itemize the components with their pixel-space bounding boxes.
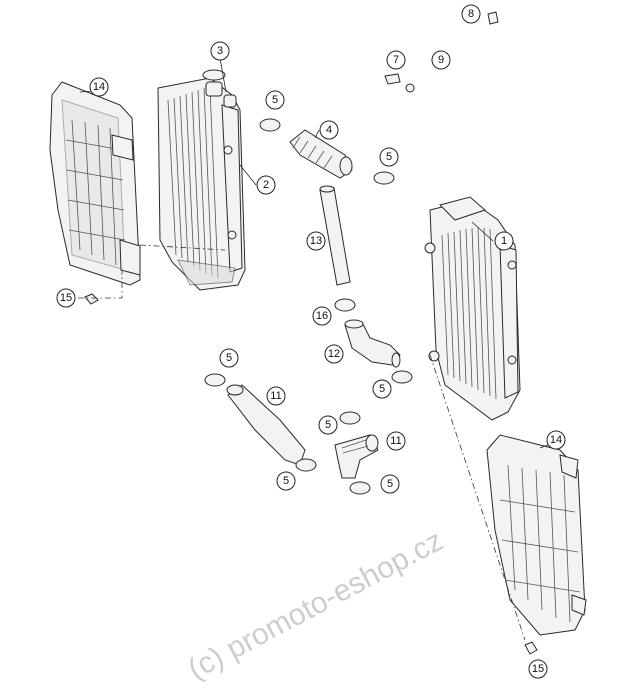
leader-lines — [78, 57, 554, 641]
callout-13: 13 — [306, 231, 326, 251]
hose-clip-small — [384, 11, 499, 85]
svg-text:3: 3 — [217, 45, 223, 57]
right-radiator — [424, 196, 521, 421]
svg-text:14: 14 — [550, 434, 562, 446]
svg-text:15: 15 — [532, 663, 544, 675]
svg-text:15: 15 — [60, 292, 72, 304]
svg-text:14: 14 — [93, 81, 105, 93]
callout-5-f: 5 — [276, 471, 296, 491]
callout-1: 1 — [494, 231, 514, 251]
svg-text:5: 5 — [387, 478, 393, 490]
callout-8: 8 — [461, 4, 481, 24]
watermark-text: (c) promoto-eshop.cz — [183, 524, 449, 686]
svg-text:5: 5 — [272, 94, 278, 106]
svg-text:5: 5 — [226, 352, 232, 364]
coolant-tube — [319, 185, 351, 286]
mounting-bolts — [84, 293, 538, 655]
svg-text:2: 2 — [263, 179, 269, 191]
lower-hose — [226, 384, 306, 466]
callout-5-a: 5 — [265, 90, 285, 110]
svg-text:13: 13 — [310, 235, 322, 247]
svg-text:7: 7 — [393, 54, 399, 66]
svg-text:9: 9 — [438, 54, 444, 66]
callout-14-b: 14 — [546, 430, 566, 450]
hose-clamps — [204, 118, 413, 495]
callout-5-b: 5 — [379, 147, 399, 167]
svg-text:1: 1 — [501, 235, 507, 247]
callout-4: 4 — [319, 120, 339, 140]
callout-7: 7 — [386, 50, 406, 70]
svg-text:11: 11 — [390, 435, 401, 447]
callout-9: 9 — [431, 50, 451, 70]
svg-text:5: 5 — [283, 475, 289, 487]
breather-hose — [405, 31, 490, 93]
left-radiator-guard — [49, 81, 141, 286]
svg-text:5: 5 — [379, 383, 385, 395]
svg-text:5: 5 — [386, 151, 392, 163]
callout-5-c: 5 — [372, 379, 392, 399]
callout-15-a: 15 — [56, 288, 76, 308]
elbow-hose — [344, 319, 401, 368]
callout-3: 3 — [210, 41, 230, 61]
callout-16: 16 — [312, 306, 332, 326]
svg-text:4: 4 — [326, 124, 332, 136]
callout-14-a: 14 — [89, 77, 109, 97]
right-radiator-guard — [486, 434, 587, 636]
callout-11-a: 11 — [266, 386, 286, 406]
svg-text:12: 12 — [328, 348, 340, 360]
svg-text:5: 5 — [325, 419, 331, 431]
callout-5-e: 5 — [318, 415, 338, 435]
callout-5-g: 5 — [380, 474, 400, 494]
svg-text:16: 16 — [316, 310, 328, 322]
corrugated-hose — [289, 129, 353, 179]
callout-12: 12 — [324, 344, 344, 364]
svg-text:11: 11 — [270, 390, 281, 402]
callout-2: 2 — [256, 175, 276, 195]
left-radiator — [157, 69, 246, 291]
t-piece-hose — [334, 434, 379, 479]
callout-5-d: 5 — [219, 348, 239, 368]
callout-15-b: 15 — [528, 659, 548, 679]
svg-text:8: 8 — [468, 8, 474, 20]
callout-11-b: 11 — [386, 431, 406, 451]
